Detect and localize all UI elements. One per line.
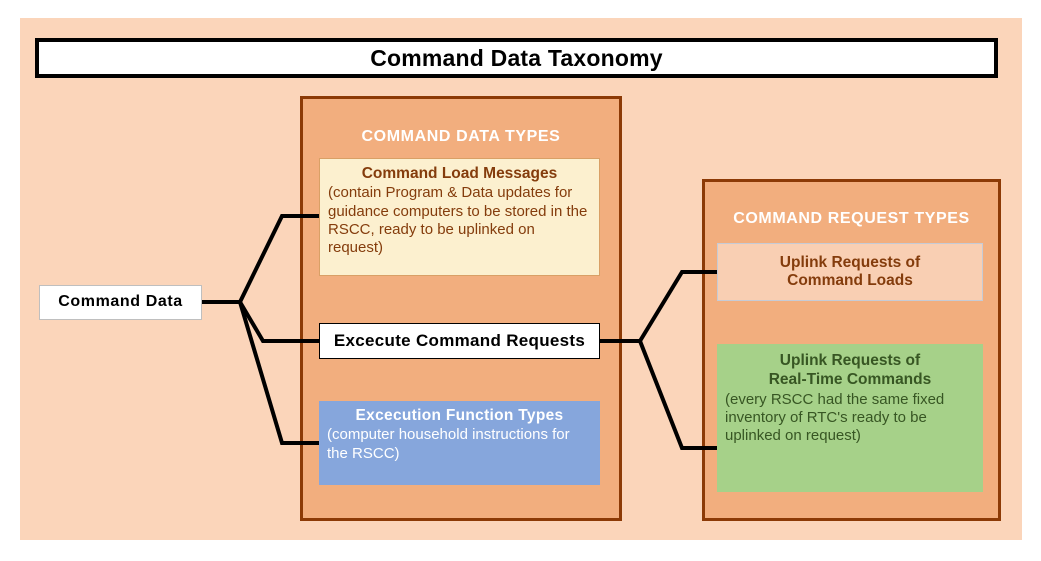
node-uplink-real-time-commands-body: (every RSCC had the same fixed inventory…	[725, 390, 945, 445]
node-uplink-command-loads[interactable]: Uplink Requests of Command Loads	[717, 243, 983, 301]
node-command-data[interactable]: Command Data	[39, 285, 202, 320]
node-command-load-messages-head: Command Load Messages	[361, 165, 558, 182]
node-excecution-function-types-body: (computer household instructions for the…	[327, 426, 570, 462]
node-uplink-command-loads-head-line1: Uplink Requests of	[779, 253, 921, 271]
panel-title-command-request-types: COMMAND REQUEST TYPES	[733, 210, 970, 227]
node-command-load-messages-body: (contain Program & Data updates for guid…	[328, 184, 588, 257]
node-excecute-command-requests-head: Excecute Command Requests	[333, 330, 586, 350]
node-excecution-function-types[interactable]: Excecution Function Types (computer hous…	[319, 401, 600, 485]
node-excecution-function-types-head: Excecution Function Types	[355, 407, 564, 424]
node-uplink-command-loads-head-line2: Command Loads	[787, 272, 913, 289]
page-title: Command Data Taxonomy	[370, 44, 663, 71]
node-uplink-real-time-commands-head-line1: Uplink Requests of	[779, 352, 921, 369]
panel-title-command-data-types: COMMAND DATA TYPES	[361, 128, 561, 145]
node-excecute-command-requests[interactable]: Excecute Command Requests	[319, 323, 600, 359]
diagram-canvas: Command Data Taxonomy COMMAND DATA TYPES…	[20, 18, 1022, 540]
node-command-load-messages[interactable]: Command Load Messages (contain Program &…	[319, 158, 600, 276]
node-uplink-real-time-commands[interactable]: Uplink Requests of Real-Time Commands (e…	[717, 344, 983, 492]
node-command-data-label: Command Data	[58, 293, 183, 311]
diagram-title-box: Command Data Taxonomy	[35, 38, 998, 78]
node-uplink-real-time-commands-head-line2: Real-Time Commands	[768, 371, 932, 389]
